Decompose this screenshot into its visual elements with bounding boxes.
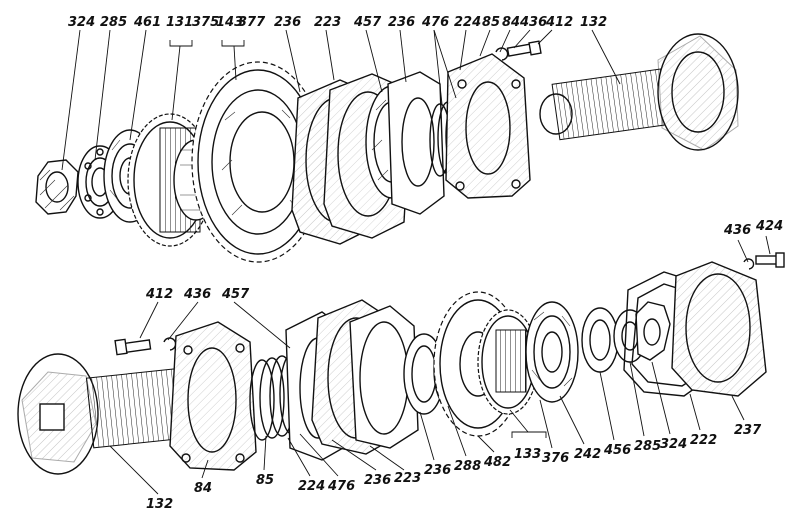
- label-476-bottom: 476: [327, 479, 355, 494]
- ring-456: [581, 307, 619, 373]
- label-461: 461: [133, 15, 161, 30]
- washer-436-top: [495, 47, 509, 61]
- part-labels: 324 285 461 131 375 143 377 236 223 457 …: [68, 15, 783, 512]
- label-412-top: 412: [545, 15, 573, 30]
- label-236-bottom-a: 236: [364, 473, 391, 488]
- label-412-bottom: 412: [145, 287, 173, 302]
- label-237: 237: [734, 423, 762, 438]
- label-85-bottom: 85: [256, 473, 274, 488]
- label-376: 376: [542, 451, 569, 466]
- label-222: 222: [690, 433, 717, 448]
- label-457-bottom: 457: [221, 287, 250, 302]
- label-324-bottom: 324: [660, 437, 687, 452]
- label-143: 143: [216, 15, 243, 30]
- label-224-bottom: 224: [298, 479, 325, 494]
- label-132-top: 132: [580, 15, 607, 30]
- label-424: 424: [755, 219, 783, 234]
- label-476-top: 476: [421, 15, 449, 30]
- flange-shaft-132-bottom: [17, 353, 212, 475]
- label-223-bottom: 223: [394, 471, 421, 486]
- label-131: 131: [166, 15, 193, 30]
- label-242: 242: [574, 447, 601, 462]
- gear-133: [477, 309, 539, 415]
- label-84-bottom: 84: [194, 481, 212, 496]
- label-377: 377: [238, 15, 266, 30]
- label-288: 288: [454, 459, 481, 474]
- label-375: 375: [192, 15, 219, 30]
- label-84-top: 84: [502, 15, 520, 30]
- label-223-top: 223: [314, 15, 341, 30]
- seal-plate-236: [387, 71, 445, 215]
- bolt-412-top: [506, 40, 542, 57]
- label-456: 456: [603, 443, 631, 458]
- label-457-top: 457: [353, 15, 382, 30]
- bearing-cover-85: [445, 53, 531, 199]
- washer-436-right: [743, 258, 755, 270]
- washer-436-bottom: [163, 337, 177, 351]
- label-85-top: 85: [482, 15, 500, 30]
- bearing-cover-84: [169, 321, 257, 471]
- bottom-assembly: [17, 252, 785, 475]
- label-285-top: 285: [100, 15, 127, 30]
- label-236-top-b: 236: [388, 15, 415, 30]
- bolt-424: [755, 252, 785, 268]
- gear-143: [191, 61, 325, 263]
- label-224-top: 224: [454, 15, 481, 30]
- label-132-bottom: 132: [146, 497, 173, 512]
- label-236-bottom-b: 236: [424, 463, 451, 478]
- label-133: 133: [514, 447, 541, 462]
- leader-lines: [61, 29, 771, 495]
- bearing-242: [525, 301, 579, 403]
- label-236-top-a: 236: [274, 15, 301, 30]
- label-324-top: 324: [68, 15, 95, 30]
- label-436-right: 436: [723, 223, 751, 238]
- label-482: 482: [483, 455, 511, 470]
- label-285-bottom: 285: [634, 439, 661, 454]
- end-cover-237: [671, 261, 767, 397]
- nut-324-bottom: [635, 301, 671, 361]
- top-assembly: [35, 33, 739, 263]
- label-436-bottom: 436: [183, 287, 211, 302]
- flange-shaft-132-top: [539, 33, 739, 151]
- bolt-412-bottom: [114, 338, 152, 356]
- label-436-top: 436: [519, 15, 547, 30]
- nut-324: [35, 159, 79, 215]
